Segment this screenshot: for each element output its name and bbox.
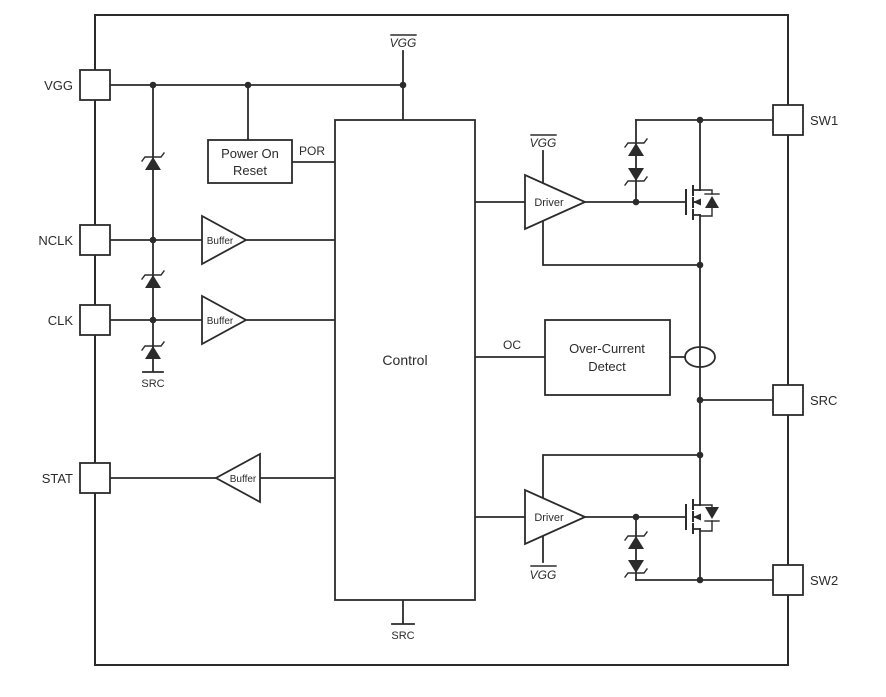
pin-stat-label: STAT (42, 471, 73, 486)
current-sense-icon (684, 346, 716, 368)
pin-vgg (79, 69, 111, 101)
junction-dot (696, 451, 704, 459)
pin-src-label: SRC (810, 393, 837, 408)
junction-dot (696, 396, 704, 404)
wires (109, 50, 774, 625)
pin-nclk (79, 224, 111, 256)
body-diode-wires (699, 504, 713, 532)
buffer-stat-label: Buffer (230, 474, 257, 485)
net-vgg-top-label: VGG (390, 36, 417, 50)
junction-dot (632, 513, 640, 521)
mosfet-body-arrow (693, 513, 701, 521)
junction-dots (149, 81, 704, 584)
chip-outline (94, 14, 789, 666)
junction-dot (696, 576, 704, 584)
control-label: Control (382, 352, 427, 368)
net-vgg-driver-top-label: VGG (530, 136, 557, 150)
buffer-clk-label: Buffer (207, 316, 234, 327)
buffer-nclk-label: Buffer (207, 236, 234, 247)
control-block (334, 119, 476, 601)
net-src-clamp-label: SRC (141, 378, 164, 390)
pin-nclk-label: NCLK (38, 233, 73, 248)
buffer-clk-triangle (201, 294, 248, 346)
wire-input-clamp-chain (142, 84, 164, 373)
body-diode-icon (705, 196, 719, 208)
pin-sw1 (772, 104, 804, 136)
junction-dot (149, 316, 157, 324)
junction-dot (696, 261, 704, 269)
pin-sw2 (772, 564, 804, 596)
wire-kelvin-bottom (542, 454, 701, 499)
power-on-reset-label-line1: Power On (221, 146, 279, 161)
mosfet-bottom-icon (685, 499, 720, 534)
junction-dot (149, 81, 157, 89)
over-current-detect-block (544, 319, 671, 396)
over-current-detect-label-line2: Detect (588, 359, 626, 374)
junction-dot (149, 236, 157, 244)
junction-dot (244, 81, 252, 89)
pin-src (772, 384, 804, 416)
power-on-reset-block (207, 139, 293, 184)
junction-dot (399, 81, 407, 89)
buffer-stat-triangle (214, 452, 261, 504)
over-current-detect-label-line1: Over-Current (569, 341, 645, 356)
wire-kelvin-top (542, 220, 701, 266)
wire-src-control (391, 599, 415, 625)
driver-bottom-label: Driver (534, 512, 564, 524)
net-src-control-label: SRC (391, 630, 414, 642)
mosfet-top-icon (685, 185, 720, 220)
oc-signal-label: OC (503, 338, 521, 352)
pin-sw1-label: SW1 (810, 113, 838, 128)
por-signal-label: POR (299, 144, 325, 158)
buffer-nclk-triangle (201, 214, 248, 266)
body-diode-wires (699, 189, 713, 217)
junction-dot (696, 116, 704, 124)
mosfet-body-arrow (693, 198, 701, 206)
pin-clk (79, 304, 111, 336)
driver-bottom-triangle (524, 488, 588, 546)
pin-vgg-label: VGG (44, 78, 73, 93)
body-diode-icon (705, 507, 719, 519)
net-vgg-driver-bottom-label: VGG (530, 568, 557, 582)
junction-dot (632, 198, 640, 206)
driver-top-triangle (524, 173, 588, 231)
pin-sw2-label: SW2 (810, 573, 838, 588)
driver-top-label: Driver (534, 197, 564, 209)
pin-stat (79, 462, 111, 494)
power-on-reset-label-line2: Reset (233, 163, 267, 178)
pin-clk-label: CLK (48, 313, 74, 328)
